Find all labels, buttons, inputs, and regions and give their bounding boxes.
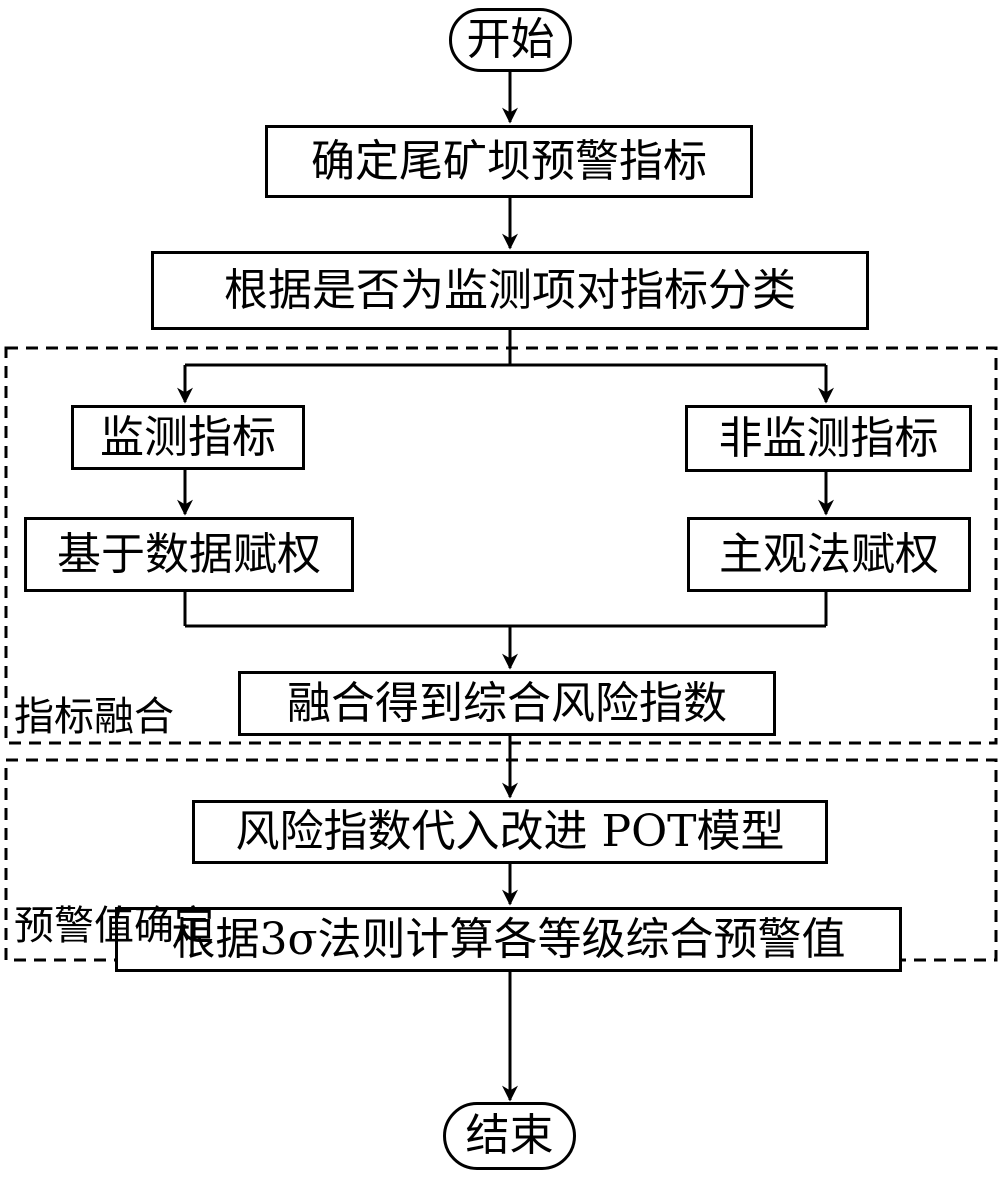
group-fusion-border (4, 346, 998, 745)
define-indicators-node: 确定尾矿坝预警指标 (265, 125, 753, 198)
group-label-warning: 预警值确定 (14, 903, 214, 949)
pot-model-node: 风险指数代入改进 POT模型 (192, 800, 828, 864)
warning-value-node: 根据3σ法则计算各等级综合预警值 (115, 907, 902, 972)
end-node: 结束 (443, 1102, 576, 1170)
subjective-weighting-node: 主观法赋权 (687, 517, 971, 592)
group-label-fusion: 指标融合 (14, 694, 174, 740)
monitor-indicators-node: 监测指标 (71, 405, 305, 470)
data-weighting-node: 基于数据赋权 (24, 517, 354, 592)
classify-indicators-node: 根据是否为监测项对指标分类 (151, 251, 869, 330)
non-monitor-indicators-node: 非监测指标 (685, 405, 972, 472)
start-node: 开始 (449, 8, 572, 72)
fuse-risk-index-node: 融合得到综合风险指数 (238, 671, 776, 736)
